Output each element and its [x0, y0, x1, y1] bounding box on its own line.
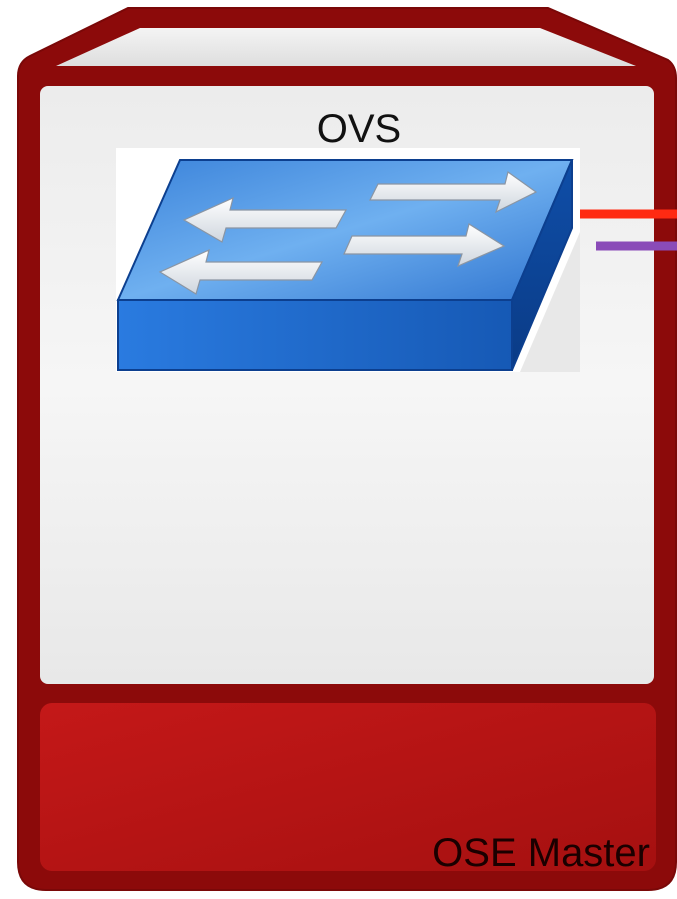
switch-label: OVS [317, 107, 401, 151]
arrow-right-icon [343, 223, 506, 268]
switch-side-face [511, 159, 573, 371]
switch-front-face [117, 299, 513, 371]
arrow-right-icon [369, 170, 538, 214]
server-lid [56, 28, 636, 66]
server-base-panel [40, 703, 656, 871]
network-switch-icon [116, 148, 580, 372]
arrow-left-icon [158, 248, 324, 295]
host-label: OSE Master [432, 831, 650, 875]
switch-shadow [520, 232, 580, 372]
arrow-left-icon [182, 196, 348, 243]
